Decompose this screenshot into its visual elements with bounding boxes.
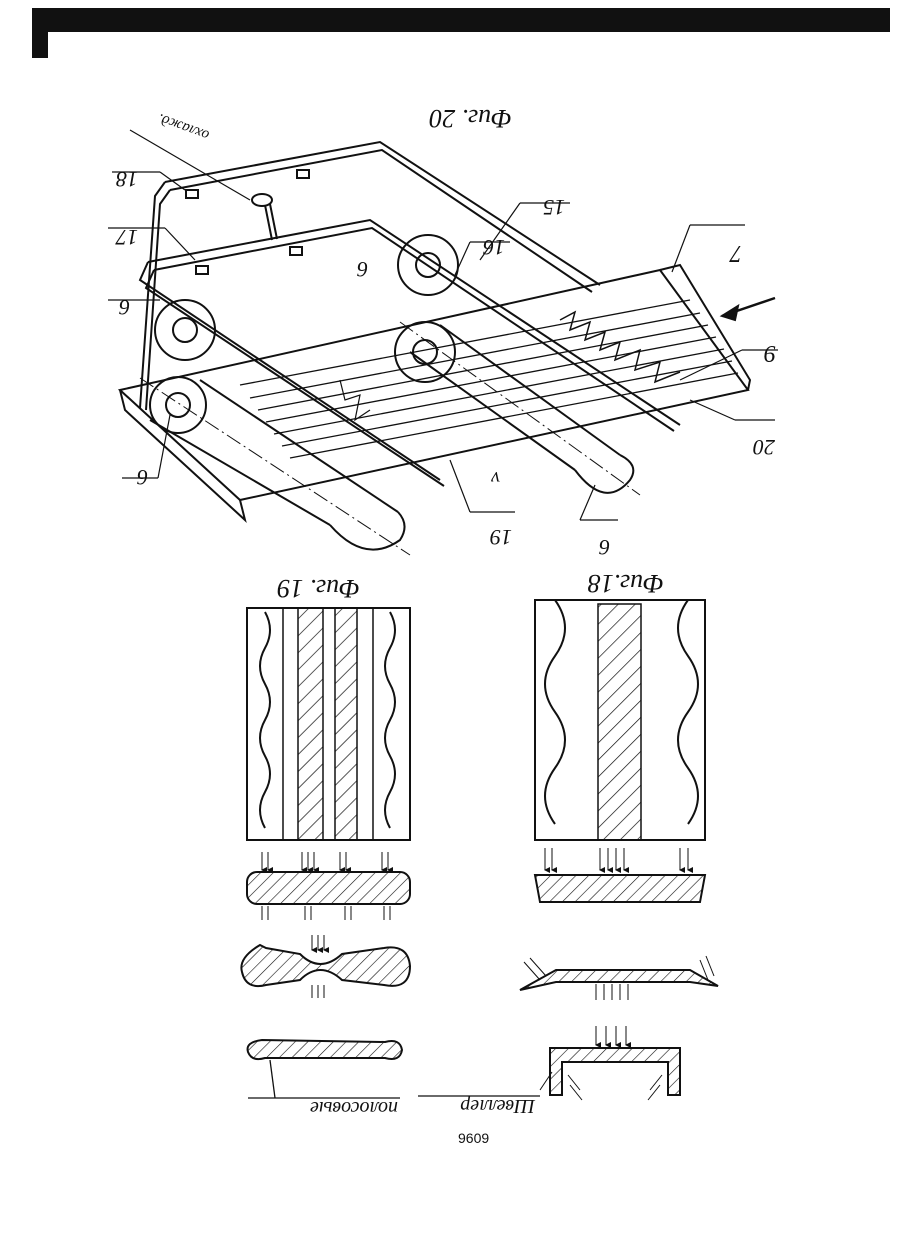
- fig20-drawing: [108, 130, 778, 555]
- label-20: 20: [753, 435, 775, 460]
- label-shveller: Швеллер: [460, 1095, 536, 1117]
- fig18-drawing: Фиг.18: [418, 569, 718, 1117]
- label-9: 9: [764, 340, 776, 366]
- label-17: 17: [115, 225, 138, 250]
- label-16: 16: [483, 235, 505, 260]
- label-19: 19: [490, 525, 512, 550]
- fig18-caption: Фиг.18: [588, 569, 664, 598]
- label-v: v: [491, 467, 500, 489]
- label-6d: 6: [599, 535, 610, 560]
- label-18: 18: [116, 167, 138, 192]
- fig19-caption: Фиг. 19: [277, 574, 360, 603]
- label-outlet: охлажд.: [156, 110, 212, 143]
- fig20-caption: Фиг. 20: [429, 104, 512, 133]
- label-6a: 6: [119, 295, 130, 320]
- label-15: 15: [543, 195, 565, 220]
- label-6c: 6: [357, 257, 368, 282]
- label-polosovye: полосовые: [310, 1097, 398, 1119]
- fig19-drawing: Фиг. 19: [241, 574, 410, 1119]
- page-number: 9609: [458, 1130, 489, 1146]
- label-6b: 6: [137, 465, 148, 490]
- label-7: 7: [729, 240, 742, 266]
